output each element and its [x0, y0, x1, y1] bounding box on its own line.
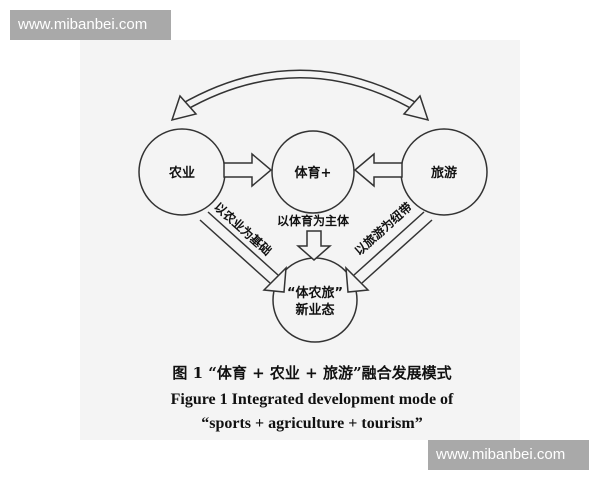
node-agriculture-label: 农业	[168, 165, 195, 181]
node-sports	[271, 130, 355, 214]
caption-en-line2: “sports + agriculture + tourism”	[201, 415, 422, 432]
top-arrow-head-left	[170, 94, 198, 122]
caption-cn: 图 1 “体育 + 农业 + 旅游”融合发展模式	[172, 364, 451, 382]
node-tourism-label: 旅游	[431, 165, 457, 181]
top-arrow-head-right	[402, 94, 430, 122]
arrow-left-diagonal-line-b	[207, 211, 279, 276]
node-new-form-label-line2: 新业态	[295, 302, 334, 318]
caption-en-line1: Figure 1 Integrated development mode of	[171, 391, 454, 408]
arrow-right-diagonal-head	[345, 266, 370, 293]
arrow-sports-to-newform	[296, 230, 332, 261]
left-diagonal-label: 以农业为基础	[211, 199, 275, 258]
node-sports-label: 体育+	[295, 165, 332, 181]
node-new-form-label-line1: “体农旅”	[287, 285, 343, 301]
arrow-agriculture-to-sports	[223, 152, 273, 188]
arrow-left-diagonal-head	[262, 266, 287, 293]
arrow-tourism-to-sports	[353, 152, 403, 188]
top-curved-arrow-inner	[180, 71, 420, 111]
center-label: 以体育为主体	[277, 213, 350, 228]
arrow-left-diagonal-line-a	[199, 219, 271, 284]
arrow-right-diagonal-line-b	[361, 219, 433, 284]
arrow-right-diagonal-line-a	[353, 211, 425, 276]
figure-panel	[80, 40, 520, 440]
watermark-bottom: www.mibanbei.com	[428, 440, 589, 470]
watermark-top: www.mibanbei.com	[10, 10, 171, 40]
